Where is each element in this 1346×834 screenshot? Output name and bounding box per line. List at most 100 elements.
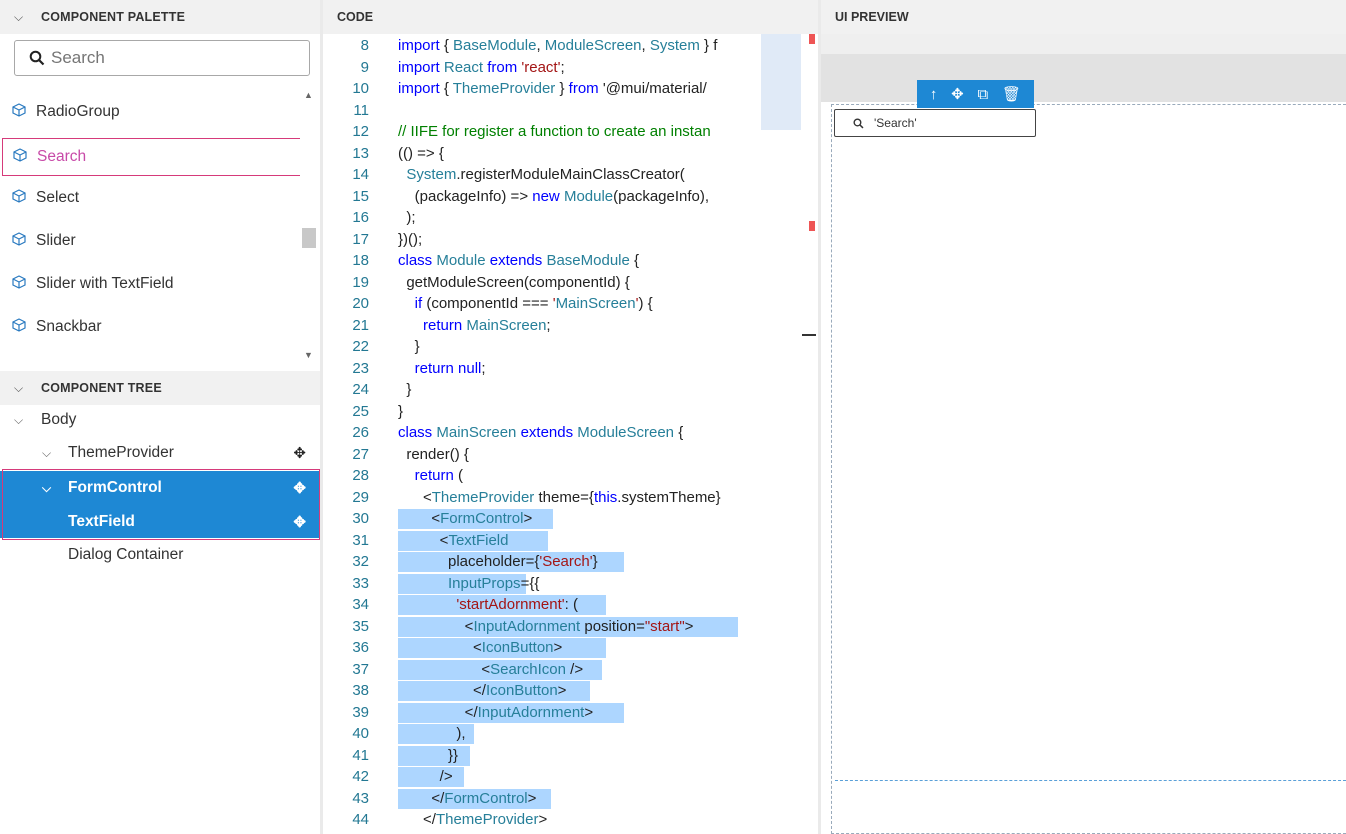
line-number: 29	[352, 488, 369, 506]
line-number: 26	[352, 424, 369, 442]
code-line[interactable]: 17})();	[323, 229, 753, 251]
move-icon[interactable]: ✥	[293, 480, 306, 497]
dialog-container-area[interactable]	[835, 780, 1346, 834]
tree-item-dialog-container[interactable]: Dialog Container	[0, 539, 320, 571]
code-text: getModuleScreen(componentId) {	[398, 273, 630, 291]
palette-item-select[interactable]: Select	[0, 179, 300, 217]
line-number: 30	[352, 510, 369, 528]
search-icon	[853, 117, 864, 129]
component-tree-header[interactable]: ⌵ COMPONENT TREE	[0, 371, 320, 405]
code-text: }	[398, 402, 404, 420]
chevron-down-icon[interactable]: ⌵	[42, 480, 52, 495]
scroll-down-icon[interactable]: ▼	[304, 350, 313, 360]
code-line[interactable]: 14 System.registerModuleMainClassCreator…	[323, 164, 753, 186]
code-line[interactable]: 21 return MainScreen;	[323, 315, 753, 337]
preview-search-field[interactable]: 'Search'	[834, 109, 1036, 137]
code-line[interactable]: 27 render() {	[323, 444, 753, 466]
palette-scrollbar[interactable]: ▲ ▼	[300, 90, 318, 360]
line-number: 35	[352, 617, 369, 635]
line-number: 44	[352, 811, 369, 829]
line-number: 27	[352, 445, 369, 463]
move-icon[interactable]: ✥	[951, 86, 964, 103]
selection-highlight	[398, 681, 590, 701]
preview-canvas[interactable]	[831, 104, 1346, 834]
scrollbar-thumb[interactable]	[302, 228, 316, 248]
line-number: 24	[352, 381, 369, 399]
tree-item-formcontrol[interactable]: ⌵ FormControl ✥	[0, 471, 320, 505]
code-line[interactable]: 12// IIFE for register a function to cre…	[323, 121, 753, 143]
tree-item-body[interactable]: ⌵ Body	[0, 404, 320, 436]
line-number: 17	[352, 230, 369, 248]
code-line[interactable]: 30 <FormControl>	[323, 508, 753, 530]
palette-item-radiogroup[interactable]: RadioGroup	[0, 93, 300, 131]
cube-icon	[12, 102, 26, 122]
code-text: render() {	[398, 445, 469, 463]
line-number: 20	[352, 295, 369, 313]
chevron-down-icon[interactable]: ⌵	[42, 445, 52, 460]
code-line[interactable]: 33 InputProps={{	[323, 573, 753, 595]
code-line[interactable]: 16 );	[323, 207, 753, 229]
tree-item-textfield[interactable]: TextField ✥	[0, 505, 320, 538]
code-line[interactable]: 19 getModuleScreen(componentId) {	[323, 272, 753, 294]
palette-item-slider[interactable]: Slider	[0, 222, 300, 260]
scroll-up-icon[interactable]: ▲	[304, 90, 313, 100]
tree-item-themeprovider[interactable]: ⌵ ThemeProvider ✥	[0, 437, 320, 469]
code-line[interactable]: 39 </InputAdornment>	[323, 702, 753, 724]
cube-icon	[12, 188, 26, 208]
code-minimap[interactable]	[761, 34, 816, 834]
code-line[interactable]: 29 <ThemeProvider theme={this.systemThem…	[323, 487, 753, 509]
line-number: 28	[352, 467, 369, 485]
code-line[interactable]: 42 />	[323, 766, 753, 788]
line-number: 11	[353, 101, 369, 119]
line-number: 18	[352, 252, 369, 270]
selection-highlight	[398, 530, 548, 551]
arrow-up-icon[interactable]: ↑	[929, 85, 938, 103]
line-number: 37	[352, 660, 369, 678]
chevron-down-icon: ⌵	[14, 380, 24, 395]
move-icon[interactable]: ✥	[293, 513, 306, 531]
code-line[interactable]: 22 }	[323, 336, 753, 358]
palette-item-slider-with-textfield[interactable]: Slider with TextField	[0, 265, 300, 303]
code-line[interactable]: 20 if (componentId === 'MainScreen') {	[323, 293, 753, 315]
code-line[interactable]: 44 </ThemeProvider>	[323, 809, 753, 831]
code-line[interactable]: 24 }	[323, 379, 753, 401]
code-line[interactable]: 32 placeholder={'Search'}	[323, 551, 753, 573]
code-line[interactable]: 40 ),	[323, 723, 753, 745]
code-line[interactable]: 15 (packageInfo) => new Module(packageIn…	[323, 186, 753, 208]
palette-search-input[interactable]	[51, 48, 291, 68]
code-line[interactable]: 35 <InputAdornment position="start">	[323, 616, 753, 638]
cube-icon	[13, 147, 27, 167]
move-icon[interactable]: ✥	[293, 445, 306, 462]
code-line[interactable]: 25}	[323, 401, 753, 423]
palette-item-search[interactable]: Search	[2, 138, 300, 176]
code-line[interactable]: 36 <IconButton>	[323, 637, 753, 659]
chevron-down-icon[interactable]: ⌵	[14, 412, 24, 427]
code-line[interactable]: 43 </FormControl>	[323, 788, 753, 810]
selection-highlight	[398, 595, 606, 615]
palette-search[interactable]	[14, 40, 310, 76]
panel-divider[interactable]	[818, 0, 821, 834]
line-number: 25	[352, 402, 369, 420]
code-line[interactable]: 37 <SearchIcon />	[323, 659, 753, 681]
palette-item-snackbar[interactable]: Snackbar	[0, 308, 300, 346]
code-line[interactable]: 38 </IconButton>	[323, 680, 753, 702]
panel-divider[interactable]	[320, 0, 323, 834]
code-line[interactable]: 11	[323, 100, 753, 122]
delete-icon[interactable]: 🗑	[1002, 86, 1022, 103]
copy-icon[interactable]: ⧉	[977, 85, 989, 103]
code-line[interactable]: 28 return (	[323, 465, 753, 487]
code-line[interactable]: 13(() => {	[323, 143, 753, 165]
tree-item-label: ThemeProvider	[68, 444, 174, 461]
code-line[interactable]: 31 <TextField	[323, 530, 753, 552]
code-line[interactable]: 23 return null;	[323, 358, 753, 380]
code-line[interactable]: 41 }}	[323, 745, 753, 767]
line-number: 13	[352, 144, 369, 162]
component-palette-header[interactable]: ⌵ COMPONENT PALETTE	[0, 0, 320, 34]
code-line[interactable]: 34 'startAdornment': (	[323, 594, 753, 616]
